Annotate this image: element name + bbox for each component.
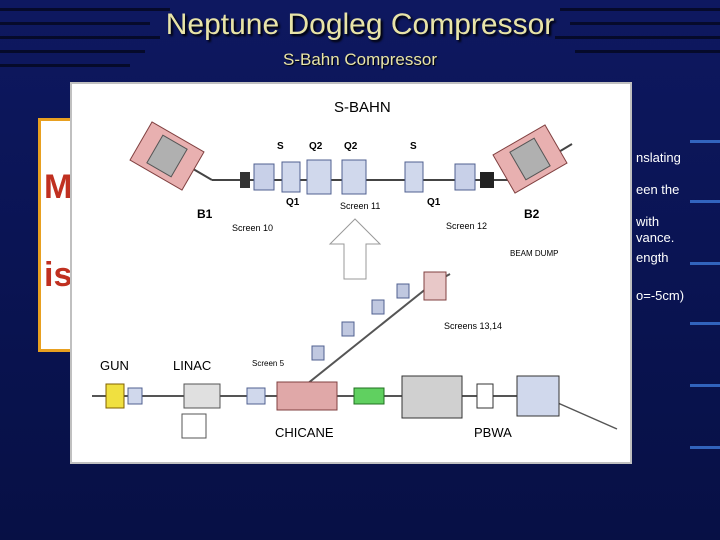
label-screen-12: Screen 12 [446,221,488,231]
pbwa-box [516,375,560,417]
label-b1: B1 [197,207,213,221]
chicane-magnets [276,381,338,411]
label-linac: LINAC [173,358,212,373]
chicane-quads [353,387,385,405]
label-q2-left: Q2 [309,141,323,152]
header-decoration [0,0,720,80]
screen-10-device [240,172,250,188]
screen-12-device [480,172,494,188]
label-q2-right: Q2 [344,141,358,152]
label-q1-left: Q1 [286,197,300,208]
background-text: nslating [636,150,681,165]
label-q1-right: Q1 [427,197,441,208]
slide-subtitle: S-Bahn Compressor [282,50,437,69]
background-text: ength [636,250,669,265]
background-letter: M [44,168,73,206]
slide-title: Neptune Dogleg Compressor [165,8,555,41]
label-screens-13-14: Screens 13,14 [444,321,503,331]
quad-s-right [404,161,424,193]
dipole-b1 [129,121,205,191]
label-chicane: CHICANE [275,425,334,440]
linac-device [183,383,221,409]
label-screen-11: Screen 11 [340,201,381,211]
label-gun: GUN [100,358,129,373]
label-pbwa: PBWA [474,425,512,440]
beam-dump-magnet [423,271,447,301]
label-screen-5: Screen 5 [252,359,285,368]
beamline-diagram: S-BAHN S Q2 Q2 S B1 Q1 Screen 11 Q1 B2 S… [70,82,632,464]
background-text: with [636,214,660,229]
dipole-b2 [492,124,568,194]
label-beam-dump: BEAM DUMP [510,249,559,258]
up-arrow [328,218,382,280]
background-text: een the [636,182,680,197]
beamline-drawing [92,121,618,439]
label-s-left: S [277,141,284,152]
label-s-right: S [410,141,417,152]
quad-q1-left [253,163,275,191]
gun-device [105,383,125,409]
background-text: o=-5cm) [636,288,685,303]
quad-q1-right [454,163,476,191]
background-letter: is [44,256,73,294]
label-b2: B2 [524,207,540,221]
quad-s-left [281,161,301,193]
diagram-title: S-BAHN [334,99,391,116]
quad-q2-left [306,159,332,195]
background-text: vance. [636,230,675,245]
pbwa-chamber [401,375,463,419]
quad-q2-right [341,159,367,195]
label-screen-10: Screen 10 [232,223,274,233]
